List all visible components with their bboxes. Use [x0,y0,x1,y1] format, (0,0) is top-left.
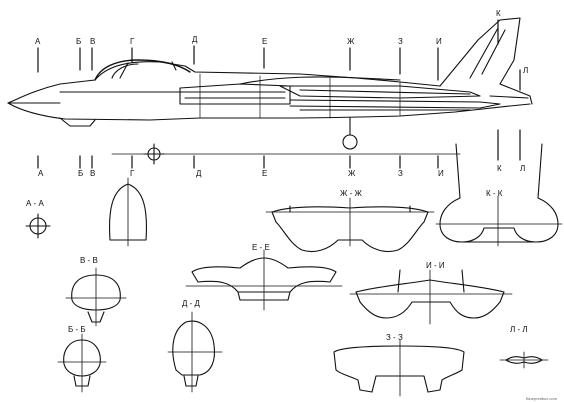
section-b-b [57,333,107,393]
station-label-top: Д [192,35,198,44]
section-label-k: К - К [486,189,503,198]
station-label-top: Б [76,37,82,46]
section-v-v [65,267,127,327]
section-label-l: Л - Л [510,325,528,334]
station-label-bottom: В [90,169,96,178]
section-a-a [25,213,51,239]
section-label-i: И - И [426,261,445,270]
section-d-d [167,311,223,393]
station-label-bottom: Б [78,169,84,178]
station-label-top: Г [130,37,135,46]
station-label-top: И [436,37,442,46]
station-label-top: Ж [347,37,355,46]
section-label-v: В - В [80,256,98,265]
station-label-bottom: Е [262,169,268,178]
section-i-i [349,269,513,325]
section-k-k [435,143,563,247]
section-l-l [499,351,549,369]
station-label-bottom: Д [196,169,202,178]
station-label-top: Л [523,66,529,75]
station-label-bottom: З [398,169,403,178]
station-label-top: В [90,37,96,46]
section-zh-zh [265,197,435,253]
section-label-zh: Ж - Ж [340,189,362,198]
station-label-bottom: К [497,164,502,173]
section-label-b: Б - Б [68,325,86,334]
station-label-bottom: Ж [348,169,356,178]
station-label-top: Е [262,37,268,46]
section-label-d: Д - Д [182,299,200,308]
station-label-bottom: И [438,169,444,178]
section-z-z [333,339,465,397]
section-g [109,177,147,247]
section-label-e: Е - Е [252,243,270,252]
aircraft-side-view [7,17,533,165]
credit-text: Blueprintbox.com [526,396,557,401]
station-label-bottom: А [38,169,44,178]
section-label-z: З - З [386,333,403,342]
station-label-bottom: Г [130,169,135,178]
station-markers [37,19,521,169]
section-label-a: А - А [26,199,44,208]
station-label-top: К [496,9,501,18]
station-label-top: А [35,37,41,46]
section-e-e [185,249,343,311]
station-label-top: З [398,37,403,46]
station-label-bottom: Л [520,164,526,173]
